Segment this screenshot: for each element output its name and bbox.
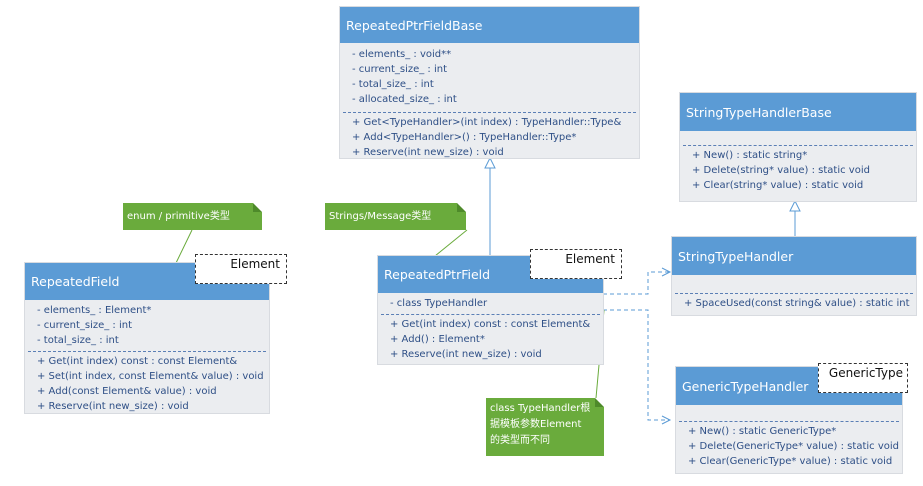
class-title: RepeatedField xyxy=(31,274,120,289)
operations-section: + New() : static string* + Delete(string… xyxy=(680,148,916,196)
operation: + Get(int index) const : const Element& xyxy=(390,319,591,330)
class-header: StringTypeHandlerBase xyxy=(680,93,916,131)
template-parameter: Element xyxy=(195,254,287,284)
operations-section: + Get(int index) const : const Element& … xyxy=(25,354,269,417)
operation: + Add(const Element& value) : void xyxy=(37,386,217,397)
operation: + Reserve(int new_size) : void xyxy=(390,349,542,360)
note-text-line: 据模板参数Element xyxy=(490,419,582,430)
operations-section: + Get(int index) const : const Element& … xyxy=(378,317,603,365)
note-type-handler: class TypeHandler根 据模板参数Element 的类型而不同 xyxy=(486,398,604,456)
operations-section: + SpaceUsed(const string& value) : stati… xyxy=(672,296,916,314)
class-title: RepeatedPtrField xyxy=(384,267,491,282)
note-anchor-primitive xyxy=(175,229,193,264)
dependency-arrow-string xyxy=(661,267,672,277)
attribute: - current_size_ : int xyxy=(37,320,133,331)
operation: + Reserve(int new_size) : void xyxy=(352,147,504,158)
class-title: GenericTypeHandler xyxy=(682,378,809,394)
separator xyxy=(28,351,266,352)
dependency-line-generic xyxy=(603,309,670,421)
separator xyxy=(679,421,899,422)
class-title: StringTypeHandlerBase xyxy=(686,104,832,120)
note-primitive-type: enum / primitive类型 xyxy=(123,203,262,230)
operation: + New() : static string* xyxy=(692,150,808,161)
attribute: - total_size_ : int xyxy=(352,79,434,90)
attributes-section: - elements_ : void** - current_size_ : i… xyxy=(340,43,639,110)
dependency-line-string xyxy=(603,271,670,295)
class-header: RepeatedPtrFieldBase xyxy=(340,7,639,43)
operation: + SpaceUsed(const string& value) : stati… xyxy=(684,298,910,309)
attributes-section: - elements_ : Element* - current_size_ :… xyxy=(25,300,269,351)
class-repeated-field: RepeatedField - elements_ : Element* - c… xyxy=(25,263,269,413)
operation: + Clear(string* value) : static void xyxy=(692,180,864,191)
operations-section: + Get<TypeHandler>(int index) : TypeHand… xyxy=(340,115,639,163)
note-anchor-strings xyxy=(434,229,468,257)
note-text-line: 的类型而不同 xyxy=(490,435,550,446)
operation: + Delete(GenericType* value) : static vo… xyxy=(688,441,899,452)
template-parameter: GenericType xyxy=(818,363,908,393)
inherit-arrow-string xyxy=(789,199,801,212)
operation: + Add<TypeHandler>() : TypeHandler::Type… xyxy=(352,132,577,143)
note-fold xyxy=(457,203,466,212)
note-text-line: class TypeHandler根 xyxy=(490,403,591,414)
template-parameter-label: GenericType xyxy=(828,366,903,380)
separator xyxy=(675,293,913,294)
note-text: enum / primitive类型 xyxy=(127,211,230,222)
template-parameter-label: Element xyxy=(565,252,615,266)
attribute: - total_size_ : int xyxy=(37,335,119,346)
operation: + Get<TypeHandler>(int index) : TypeHand… xyxy=(352,117,622,128)
operation: + Set(int index, const Element& value) :… xyxy=(37,371,264,382)
inherit-arrow-ptrfield xyxy=(484,156,496,169)
template-parameter: Element xyxy=(530,249,622,279)
note-fold xyxy=(595,398,604,407)
attribute: - allocated_size_ : int xyxy=(352,94,457,105)
dependency-arrow-generic xyxy=(661,415,672,425)
operation: + Reserve(int new_size) : void xyxy=(37,401,189,412)
class-repeated-ptr-field-base: RepeatedPtrFieldBase - elements_ : void*… xyxy=(340,7,639,158)
attribute: - class TypeHandler xyxy=(390,298,488,309)
note-text: Strings/Message类型 xyxy=(329,211,432,222)
class-string-type-handler-base: StringTypeHandlerBase + New() : static s… xyxy=(680,93,916,201)
attributes-section: - class TypeHandler xyxy=(378,293,603,314)
note-strings-message-type: Strings/Message类型 xyxy=(325,203,466,230)
operation: + Clear(GenericType* value) : static voi… xyxy=(688,456,893,467)
template-parameter-label: Element xyxy=(230,257,280,271)
note-fold xyxy=(253,203,262,212)
operation: + Get(int index) const : const Element& xyxy=(37,356,238,367)
operation: + Delete(string* value) : static void xyxy=(692,165,870,176)
class-string-type-handler: StringTypeHandler + SpaceUsed(const stri… xyxy=(672,237,916,315)
separator xyxy=(683,145,913,146)
operation: + Add() : Element* xyxy=(390,334,485,345)
class-header: StringTypeHandler xyxy=(672,237,916,275)
attribute: - elements_ : void** xyxy=(352,49,452,60)
separator xyxy=(381,314,600,315)
class-title: RepeatedPtrFieldBase xyxy=(346,17,483,33)
separator xyxy=(343,112,636,113)
attribute: - elements_ : Element* xyxy=(37,305,152,316)
operation: + New() : static GenericType* xyxy=(688,426,837,437)
attribute: - current_size_ : int xyxy=(352,64,448,75)
class-title: StringTypeHandler xyxy=(678,248,794,264)
operations-section: + New() : static GenericType* + Delete(G… xyxy=(676,424,902,472)
